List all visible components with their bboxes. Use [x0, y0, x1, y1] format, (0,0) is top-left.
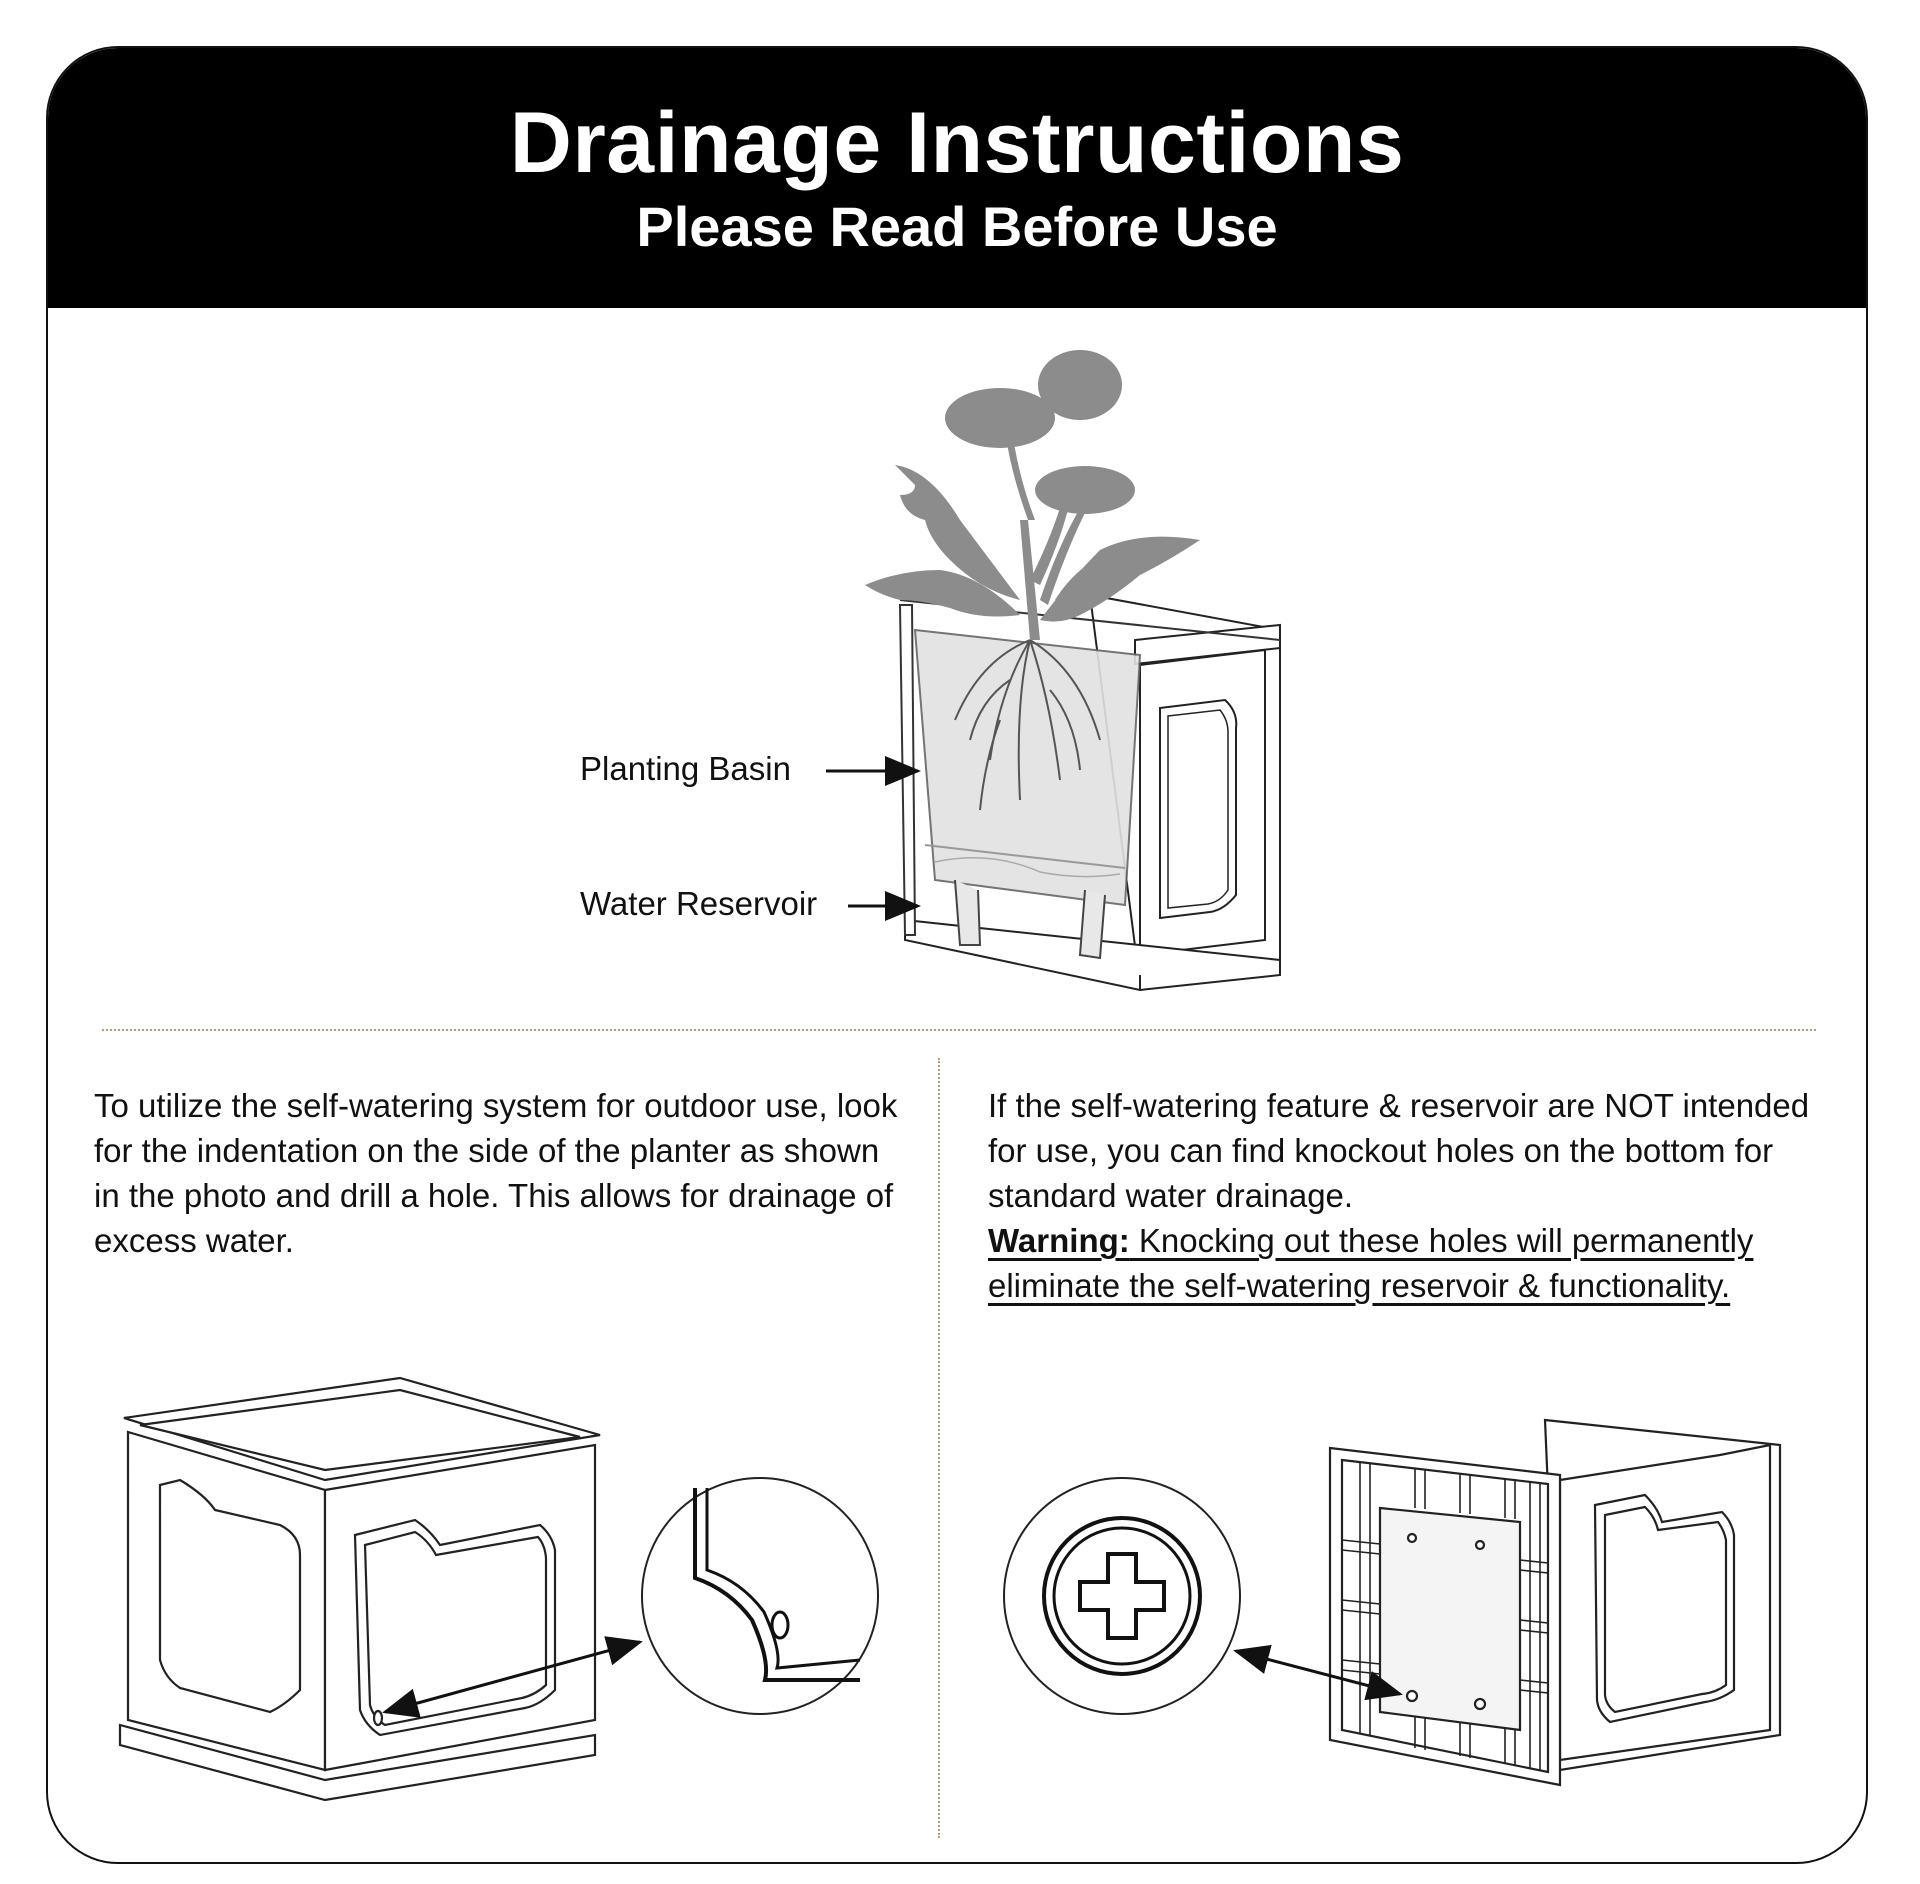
warning-label: Warning:: [988, 1222, 1130, 1259]
cross-section-planter: [865, 350, 1281, 992]
vertical-divider: [938, 1058, 940, 1838]
indentation-zoom-circle: [641, 1477, 879, 1715]
horizontal-divider: [102, 1029, 1816, 1031]
planting-basin-label: Planting Basin: [580, 750, 791, 787]
warning-text: Knocking out these holes will permanentl…: [988, 1222, 1754, 1304]
knockout-zoom-circle: [1003, 1477, 1241, 1715]
header-banner: Drainage Instructions Please Read Before…: [48, 48, 1866, 308]
knockout-arrow: [1233, 1644, 1403, 1701]
outdoor-drainage-instructions: To utilize the self-watering system for …: [94, 1087, 898, 1259]
bottom-view-planter: [1328, 1418, 1782, 1787]
page-title: Drainage Instructions: [509, 95, 1405, 191]
knockout-instructions-text: If the self-watering feature & reservoir…: [988, 1087, 1810, 1214]
water-reservoir-label: Water Reservoir: [580, 885, 818, 922]
side-view-planter: [118, 1376, 601, 1802]
knockout-instructions: If the self-watering feature & reservoir…: [988, 1083, 1828, 1308]
plant-icon: [865, 350, 1200, 640]
indentation-arrow: [382, 1636, 643, 1718]
warning-note: Warning: Knocking out these holes will p…: [988, 1222, 1753, 1304]
knockout-plus-icon: [1078, 1552, 1166, 1640]
page-subtitle: Please Read Before Use: [636, 195, 1278, 258]
